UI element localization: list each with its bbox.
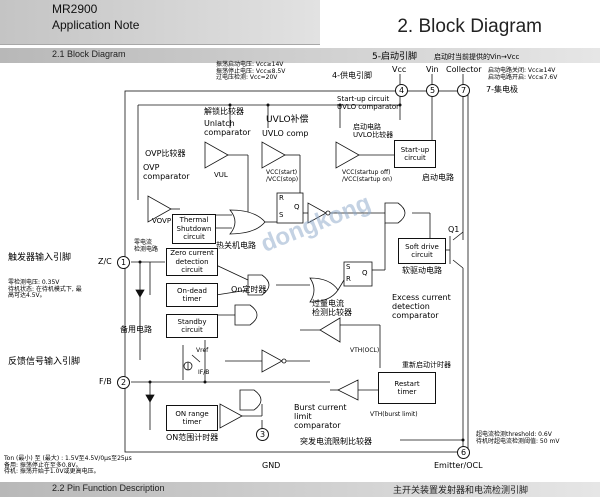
section-heading: 2.1 Block Diagram [52, 49, 126, 59]
startup-text: Start-up circuit [400, 145, 430, 162]
ic-boundary [124, 90, 469, 453]
thermal-cn: 热关机电路 [216, 241, 256, 250]
startup-block: Start-up circuit [394, 140, 436, 168]
pin-3: 3 [256, 428, 269, 441]
restart-cn: 重新启动计时器 [402, 361, 451, 369]
zero-detect-cn: 零电流 检测电路 [134, 239, 159, 253]
zero-detect-voltage: 零检测电压: 0.35V 待机状态: 在待机模式下, 最 高可达4.5V。 [8, 279, 82, 300]
restart-timer-text: Restart timer [394, 379, 420, 396]
latch1-q: Q [294, 203, 300, 211]
vref-label: Vref [196, 347, 209, 354]
ton-note: Ton (最小) 至 (最大) : 1.5V至4.5V/0μs至25μs 备用:… [4, 455, 132, 476]
vovp-label: VOVP [152, 217, 172, 225]
onrange-cn: ON范围计时器 [166, 433, 219, 442]
emitter-pin-label: Emitter/OCL [434, 461, 483, 470]
vul-label: VUL [214, 171, 228, 179]
softdrive-cn: 软驱动电路 [402, 266, 442, 275]
latch1-r: S [279, 211, 284, 219]
pin5-cn: 5-启动引脚 [372, 52, 417, 62]
ocl-threshold-note: 超电流检测threshold: 0.6V 待机时超电流检测阈值: 50 mV [476, 431, 560, 445]
pin-1: 1 [117, 256, 130, 269]
startup-uvlo-en: Start-up circuit UVLO comparator [337, 95, 400, 111]
standby-block: Standby circuit [166, 314, 218, 338]
latch2-s: S [346, 263, 351, 271]
burst-cn: 突发电流限制比较器 [300, 437, 372, 446]
zero-current-text: Zero current detection circuit [170, 249, 214, 275]
latch2-r: R [346, 275, 351, 283]
restart-timer-block: Restart timer [378, 372, 436, 404]
page-title: 2. Block Diagram [397, 16, 542, 37]
footer-note: 主开关装置发射器和电流检测引脚 [393, 486, 529, 496]
excess-cn: 过量电流 检测比较器 [312, 299, 352, 317]
document-subtitle: Application Note [52, 18, 140, 32]
gnd-pin-label: GND [262, 461, 281, 470]
vth-burst-label: VTH(burst limit) [370, 411, 418, 418]
pin-2: 2 [117, 376, 130, 389]
ondead-cn: On定时器 [231, 285, 267, 294]
unlatch-cn: 解锁比较器 [204, 107, 244, 116]
feedback-cn: 反馈信号输入引脚 [8, 357, 81, 367]
pin4-cn: 4-供电引脚 [332, 71, 372, 80]
section-bar: 2.1 Block Diagram [0, 48, 600, 63]
header-left-band: MR2900 Application Note [0, 0, 320, 45]
pin5-desc: 启动时当前提供的Vin→Vcc [434, 53, 520, 61]
soft-drive-block: Soft drive circuit [398, 238, 446, 264]
vth-ocl-label: VTH(OCL) [350, 347, 380, 354]
zc-pin-label: Z/C [98, 257, 112, 266]
vin-pin-label: Vin [426, 65, 439, 74]
vcc-startup: VCC(startup off) /VCC(startup on) [342, 169, 393, 183]
excess-en: Excess current detection comparator [392, 293, 451, 320]
latch1-s: R [279, 194, 284, 202]
on-range-timer-block: ON range timer [166, 405, 218, 431]
thermal-shutdown-text: Thermal Shutdown circuit [176, 216, 212, 242]
collector-pin-label: Collector [446, 65, 482, 74]
unlatch-en: Unlatch comparator [204, 119, 251, 137]
thermal-shutdown-block: Thermal Shutdown circuit [172, 214, 216, 244]
standby-text: Standby circuit [177, 317, 207, 334]
fb-pin-label: F/B [99, 377, 112, 386]
document-title: MR2900 [52, 2, 98, 16]
header-right: 2. Block Diagram [320, 0, 600, 44]
q1-label: Q1 [448, 225, 460, 234]
trigger-cn: 触发器输入引脚 [8, 253, 72, 263]
zero-current-block: Zero current detection circuit [166, 248, 218, 276]
startup-uvlo-cn: 启动电路 UVLO比较器 [353, 123, 394, 139]
uvlo-en: UVLO comp [262, 129, 309, 138]
pin-7: 7 [457, 84, 470, 97]
pin-6: 6 [457, 446, 470, 459]
soft-drive-text: Soft drive circuit [405, 242, 439, 259]
top-vcc-note: 振荡启动电压: Vcc≥14V 振荡停止电压: Vcc≤8.5V 过电压检测: … [216, 61, 286, 82]
uvlo-cn: UVLO补偿 [266, 115, 309, 125]
startup-cn: 启动电路 [422, 173, 454, 182]
on-range-timer-text: ON range timer [175, 409, 209, 426]
vcc-start-stop: VCC(start) /VCC(stop) [266, 169, 299, 183]
ovp-cn: OVP比较器 [145, 149, 186, 158]
iffb-label: IF/B [198, 369, 210, 376]
vcc-pin-label: Vcc [392, 65, 407, 74]
pin7-cn: 7-集电极 [486, 85, 518, 94]
pin-5: 5 [426, 84, 439, 97]
on-dead-timer-block: On-dead timer [166, 283, 218, 307]
standby-cn: 备用电路 [120, 325, 152, 334]
on-dead-timer-text: On-dead timer [177, 286, 207, 303]
right-vcc-note: 启动电路关闭: Vcc≥14V 启动电路开启: Vcc≤7.6V [488, 67, 558, 81]
latch2-q: Q [362, 269, 368, 277]
pin-4: 4 [395, 84, 408, 97]
burst-en: Burst current limit comparator [294, 403, 347, 430]
footer-bar: 2.2 Pin Function Description 主开关装置发射器和电流… [0, 482, 600, 497]
ovp-en: OVP comparator [143, 163, 190, 181]
footer-heading: 2.2 Pin Function Description [52, 483, 165, 493]
